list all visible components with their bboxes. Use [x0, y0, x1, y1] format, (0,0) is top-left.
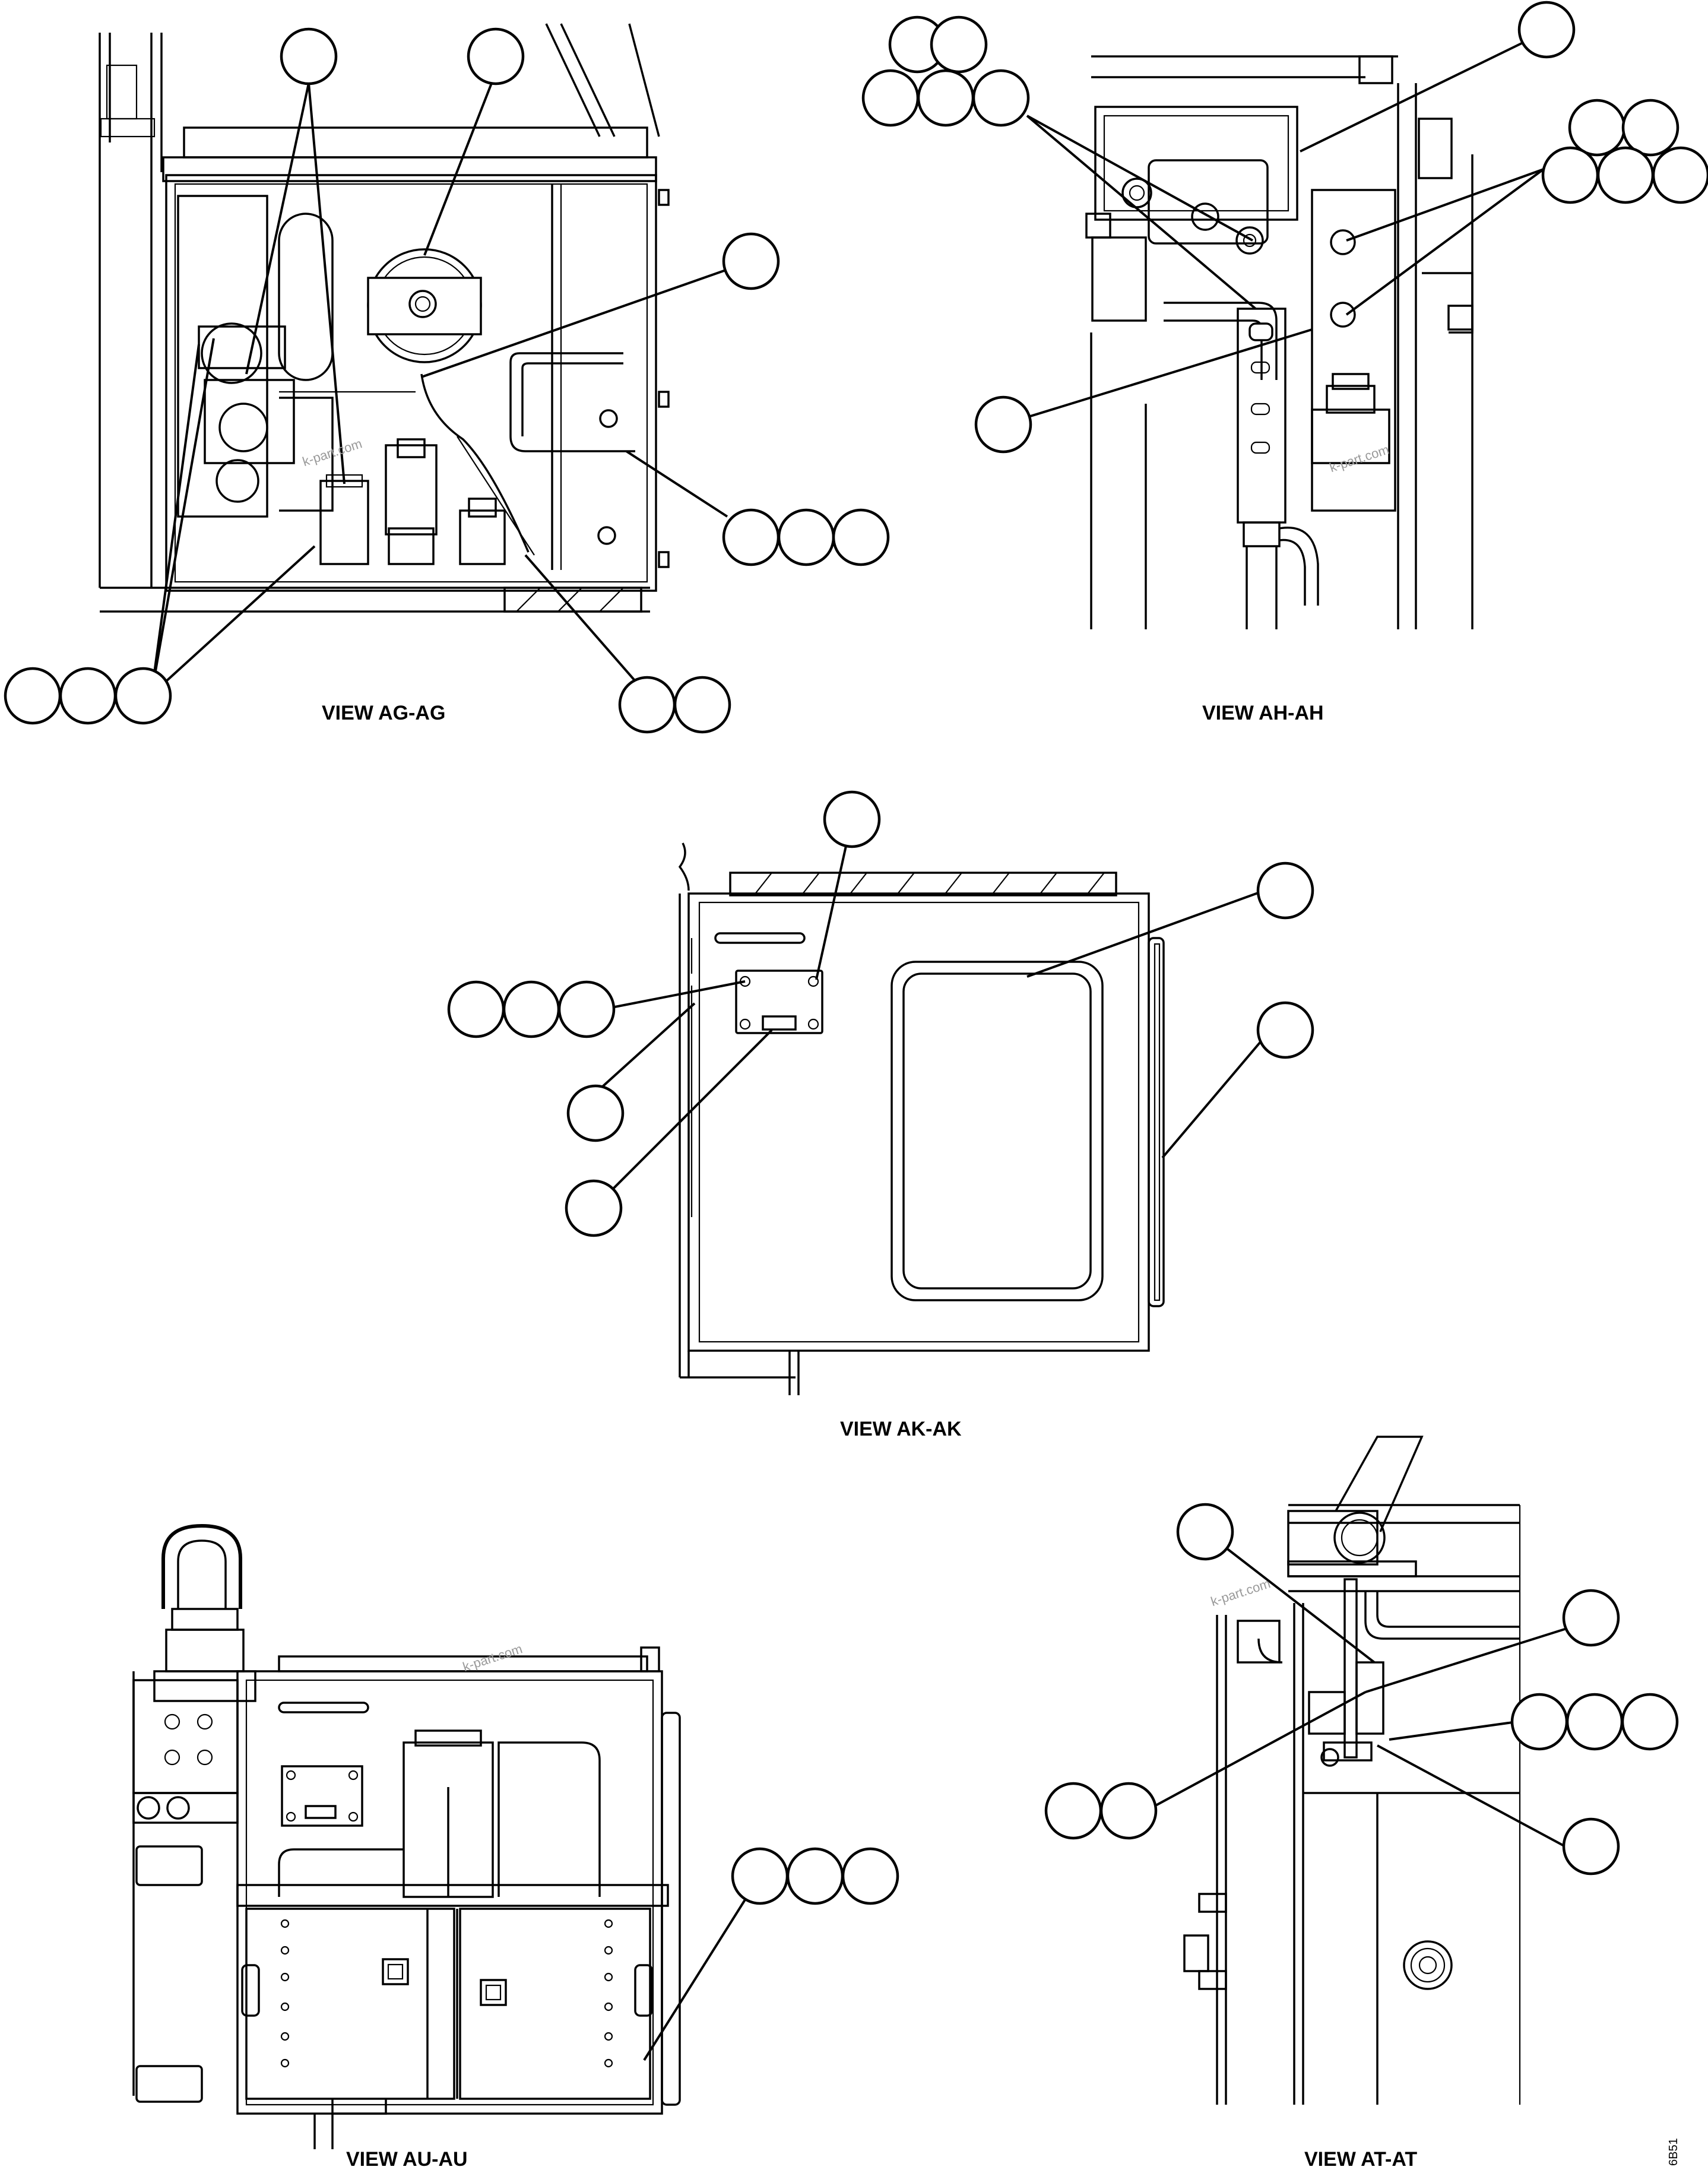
- drawing-code: 6B51: [1667, 2138, 1680, 2166]
- callout-bubble: [832, 508, 890, 566]
- callout-bubble: [1562, 1589, 1620, 1647]
- callout-bubble: [1566, 1693, 1624, 1751]
- callout-bubble: [722, 232, 780, 290]
- watermark: k-part.com: [461, 1641, 524, 1674]
- callout-bubble: [1510, 1693, 1568, 1751]
- watermark: k-part.com: [1327, 442, 1391, 475]
- callout-bubble: [4, 667, 62, 725]
- view-at-drawing: [1183, 1436, 1521, 2105]
- callout-bubble: [1176, 1503, 1234, 1561]
- callout-bubble: [917, 69, 975, 127]
- view-ag-caption: VIEW AG-AG: [322, 702, 445, 724]
- callout-bubble: [930, 15, 988, 74]
- callout-bubble: [861, 69, 920, 127]
- callout-bubble: [114, 667, 172, 725]
- callout-bubble: [731, 1847, 789, 1905]
- callout-bubble: [1568, 99, 1626, 157]
- callout-bubble: [777, 508, 835, 566]
- callout-bubble: [1652, 146, 1708, 204]
- view-at-callouts: [1044, 1503, 1679, 1876]
- callout-bubble: [447, 980, 505, 1038]
- callout-bubble: [1517, 1, 1576, 59]
- callout-bubble: [618, 676, 676, 734]
- callout-bubble: [1044, 1782, 1102, 1840]
- callout-bubble: [565, 1179, 623, 1237]
- callout-bubble: [972, 69, 1030, 127]
- callout-bubble: [502, 980, 560, 1038]
- callout-bubble: [974, 395, 1032, 454]
- view-ak-caption: VIEW AK-AK: [840, 1418, 962, 1440]
- callout-bubble: [467, 27, 525, 85]
- callout-bubble: [823, 790, 881, 848]
- callout-bubble: [1596, 146, 1655, 204]
- callout-bubble: [557, 980, 616, 1038]
- watermark: k-part.com: [1209, 1576, 1272, 1609]
- view-ag-callouts: [4, 27, 890, 734]
- callout-bubble: [1099, 1782, 1158, 1840]
- callout-bubble: [1562, 1817, 1620, 1876]
- callout-bubble: [1621, 1693, 1679, 1751]
- view-ah-callouts: [861, 1, 1708, 454]
- callout-bubble: [59, 667, 117, 725]
- callout-bubble: [1541, 146, 1599, 204]
- view-ag-drawing: [99, 23, 670, 613]
- callout-bubble: [1256, 861, 1314, 920]
- view-ak-drawing: [678, 842, 1165, 1395]
- view-au-callouts: [643, 1847, 899, 2061]
- callout-bubble: [841, 1847, 899, 1905]
- view-ah-caption: VIEW AH-AH: [1202, 702, 1324, 724]
- callout-bubble: [280, 27, 338, 85]
- view-ak-callouts: [447, 790, 1314, 1237]
- view-ah-drawing: [1085, 55, 1473, 629]
- callout-bubble: [786, 1847, 844, 1905]
- view-au-drawing: [132, 1523, 681, 2149]
- view-au-caption: VIEW AU-AU: [346, 2148, 468, 2170]
- callout-bubble: [722, 508, 780, 566]
- callout-bubble: [1256, 1001, 1314, 1059]
- callout-bubble: [566, 1084, 625, 1142]
- callout-bubble: [673, 676, 731, 734]
- callout-bubble: [1621, 99, 1680, 157]
- view-at-caption: VIEW AT-AT: [1304, 2148, 1417, 2170]
